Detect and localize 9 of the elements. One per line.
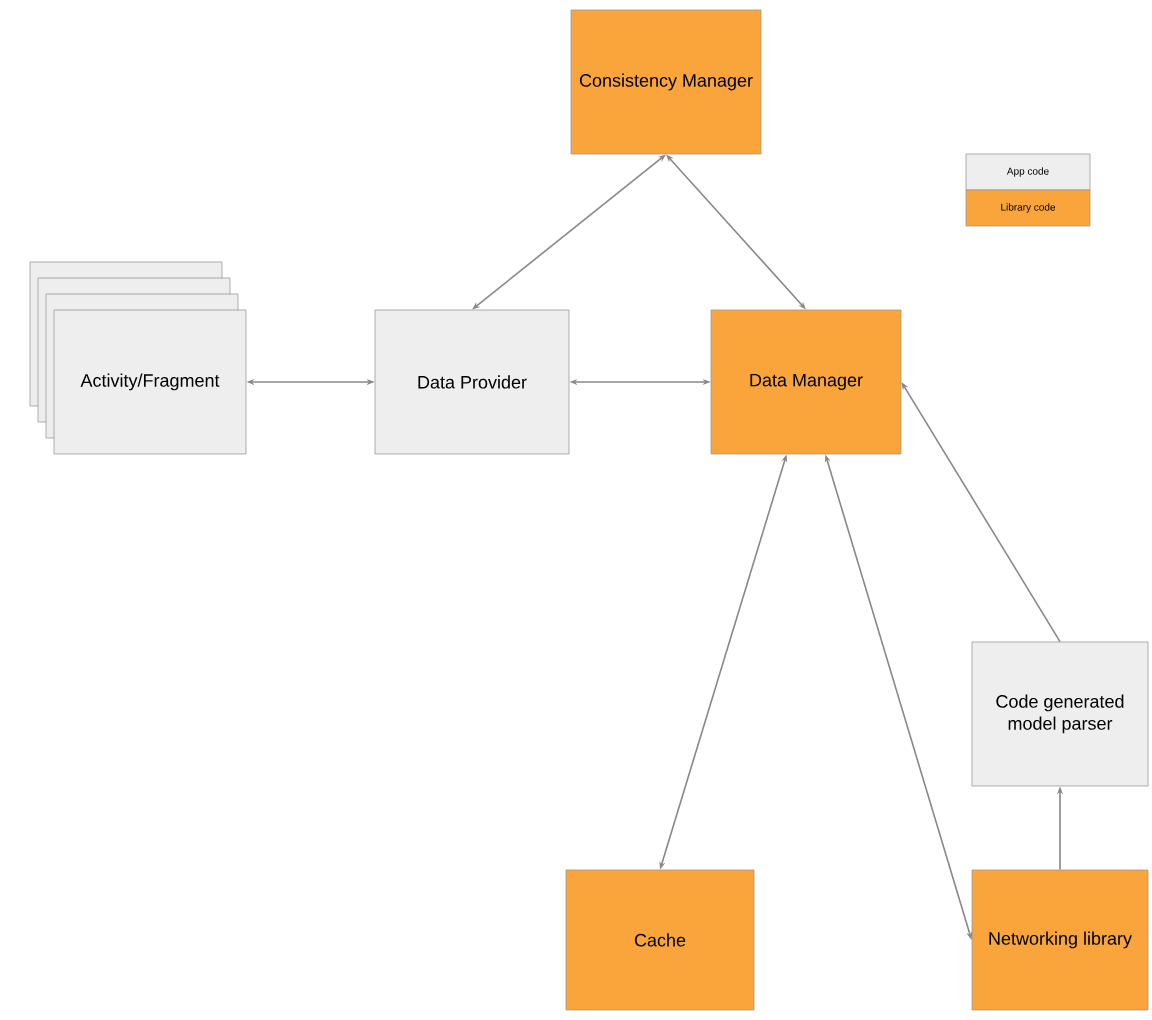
process-box: Consistency Manager (570, 9, 762, 155)
process-box: Code generated model parser (971, 641, 1149, 787)
stacked-boxes: Activity/Fragment (29, 261, 247, 455)
arrow (472, 154, 666, 310)
process-box: Cache (565, 869, 755, 1011)
process-box: Data Provider (374, 309, 570, 455)
process-box: Networking library (971, 869, 1149, 1011)
arrow (901, 382, 1061, 643)
process-box: Data Manager (710, 309, 902, 455)
